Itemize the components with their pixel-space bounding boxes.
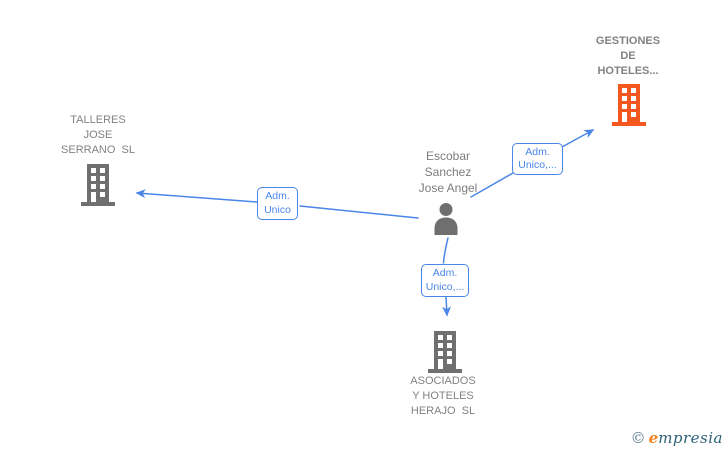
company-label-talleres[interactable]: TALLERES JOSE SERRANO SL: [61, 114, 135, 156]
edge-label-adm-unico-gestiones[interactable]: Adm. Unico,...: [512, 143, 563, 175]
edge-line-person-to-admunico-left: [299, 205, 419, 219]
edge-label-adm-unico-talleres[interactable]: Adm. Unico: [257, 187, 298, 220]
edge-label-adm-unico-asociados[interactable]: Adm. Unico,...: [421, 264, 469, 297]
empresia-logo: ©empresia: [631, 429, 723, 447]
edge-arrow-to-gestiones: [561, 129, 595, 148]
edge-line-person-to-admunico-bottom: [442, 237, 449, 264]
company-label-gestiones[interactable]: GESTIONES DE HOTELES...: [595, 35, 661, 77]
copyright-symbol: ©: [630, 429, 646, 447]
edge-line-person-to-admunico-top: [470, 172, 514, 198]
person-label-escobar[interactable]: Escobar Sanchez Jose Angel: [418, 149, 478, 195]
brand-initial: e: [648, 429, 659, 447]
brand-text: mpresia: [658, 429, 723, 447]
edge-arrow-to-asociados: [442, 296, 452, 317]
company-label-asociados[interactable]: ASOCIADOS Y HOTELES HERAJO SL: [410, 375, 476, 417]
edge-arrow-to-talleres: [135, 189, 258, 203]
